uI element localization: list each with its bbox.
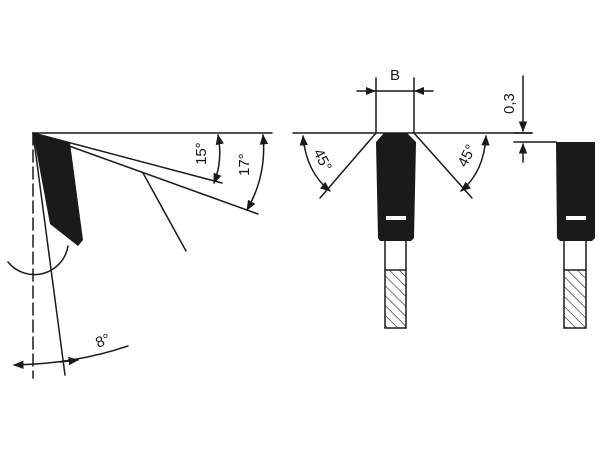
hook-line-15 [32,132,223,184]
kerf-arrow-left [366,87,376,95]
tooth-tip-front [376,133,416,241]
clearance-line [32,132,66,376]
hook-angle-outer-label: 17° [236,153,253,176]
tooth-marker-right [566,216,586,220]
tooth-marker [386,216,406,220]
tooth-front-view: 45° 45° B [292,67,533,329]
right-blade-body-hatched [563,269,587,329]
tooth-offset-view: 0,3 [501,75,595,329]
bevel-right-arc [460,134,490,192]
hook-17-arc [246,133,269,211]
blade-body-hatched [384,269,407,329]
kerf-arrow-right [414,87,424,95]
clearance-8-arc [12,345,129,370]
hook-15-arc [213,133,224,184]
clearance-arc-tick [59,356,80,366]
bevel-left-arc [299,134,331,192]
bevel-right-label: 45° [454,142,479,170]
kerf-width-label: B [390,67,400,84]
tip-radius-arc [7,245,69,276]
clearance-angle-label: 8° [93,331,113,352]
height-offset-label: 0,3 [501,93,518,114]
tooth-tip-black [33,133,83,246]
hook-angle-inner-label: 15° [193,142,210,165]
tooth-side-view: 15° 17° 8° [7,132,273,379]
tooth-tip-right [556,142,595,241]
face-leader-line [142,172,187,252]
hook-line-17 [32,132,259,215]
bevel-left-label: 45° [309,146,334,174]
